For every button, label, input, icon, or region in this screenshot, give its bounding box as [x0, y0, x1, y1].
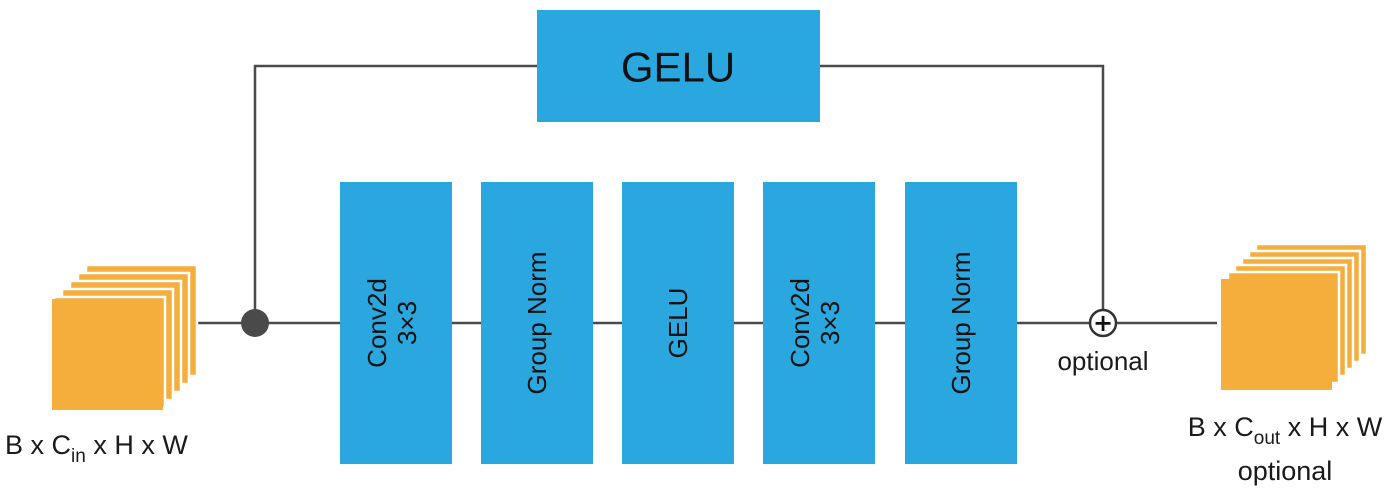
- add-node-optional-label: optional: [1057, 346, 1148, 376]
- block-gelu-rect: [622, 182, 734, 464]
- add-node-circle: [1088, 308, 1118, 338]
- wire-skip-to-top-gelu: [253, 64, 537, 323]
- input-shape-suffix: x H x W: [86, 430, 189, 460]
- input-shape-prefix: B x C: [5, 430, 71, 460]
- add-node: +: [1088, 308, 1118, 338]
- output-tensor-front-layer: [1221, 279, 1332, 390]
- block-conv2d-1-kernel: 3×3: [392, 301, 422, 345]
- output-tensor-icon: [1221, 242, 1369, 390]
- connection-wires: [197, 64, 1217, 325]
- block-group-norm-1: Group Norm: [481, 182, 593, 464]
- block-conv2d-2-rect: [763, 182, 875, 464]
- input-tensor-front-layer: [52, 299, 163, 410]
- block-conv2d-2-label: Conv2d: [785, 278, 815, 368]
- block-conv2d-1-rect: [340, 182, 452, 464]
- block-conv2d-2: Conv2d 3×3: [763, 182, 875, 464]
- block-conv2d-2-kernel: 3×3: [815, 301, 845, 345]
- block-group-norm-2: Group Norm: [905, 182, 1017, 464]
- block-conv2d-1-label: Conv2d: [362, 278, 392, 368]
- residual-gelu-block: GELU: [537, 10, 820, 122]
- block-gelu: GELU: [622, 182, 734, 464]
- plus-icon: +: [1093, 309, 1113, 337]
- block-group-norm-2-label: Group Norm: [946, 251, 976, 394]
- output-shape-subscript: out: [1254, 428, 1281, 449]
- wire-top-gelu-to-add: [820, 64, 1105, 309]
- block-gelu-label: GELU: [663, 288, 693, 359]
- input-tensor-icon: [52, 263, 199, 410]
- block-conv2d-1: Conv2d 3×3: [340, 182, 452, 464]
- split-junction-dot: [241, 309, 269, 337]
- input-shape-subscript: in: [71, 446, 86, 467]
- residual-gelu-label: GELU: [621, 44, 735, 91]
- block-group-norm-1-rect: [481, 182, 593, 464]
- block-group-norm-2-rect: [905, 182, 1017, 464]
- residual-gelu-rect: [537, 10, 820, 122]
- block-group-norm-1-label: Group Norm: [522, 251, 552, 394]
- output-optional-label: optional: [1238, 456, 1333, 486]
- output-shape-prefix: B x C: [1188, 412, 1254, 442]
- input-shape-label: B x Cin x H x W: [5, 430, 188, 467]
- output-shape-label: B x Cout x H x W: [1188, 412, 1383, 449]
- output-shape-suffix: x H x W: [1280, 412, 1383, 442]
